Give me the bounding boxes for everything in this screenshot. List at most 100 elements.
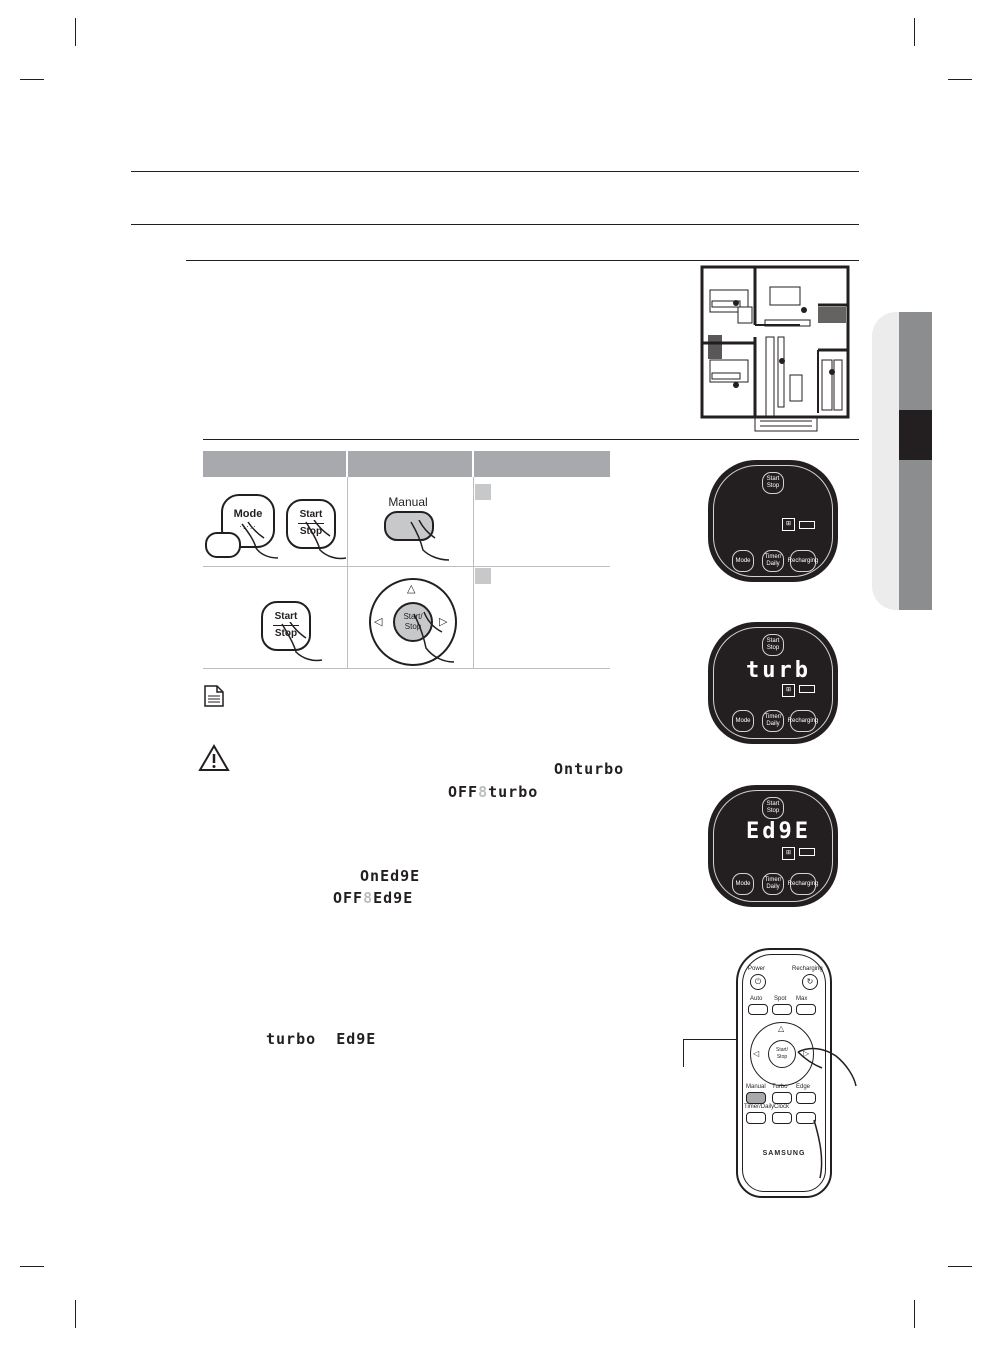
panel-start-label: Start [766, 476, 780, 482]
panel-timer-label: Timer/ [764, 877, 782, 883]
note-icon [204, 685, 224, 707]
crop-mark [75, 18, 76, 46]
remote-center-label-top: Start/ [403, 612, 423, 621]
display-turbo-text: turbo [266, 1030, 317, 1048]
table-header-cell [203, 451, 346, 477]
callout-line [683, 1039, 684, 1067]
panel-stop-label: Stop [766, 645, 780, 651]
power-icon: ⏻ [750, 974, 766, 990]
table-header-cell [348, 451, 472, 477]
side-tab-active-segment [899, 410, 932, 460]
remote-center-label-bottom: Stop [404, 622, 422, 631]
display-edge-text: Ed9E [380, 867, 421, 885]
panel-display-text: Ed9E [746, 819, 811, 844]
mode-button-label: Mode [233, 508, 263, 520]
panel-timer-button: Timer/Daily [762, 873, 784, 895]
remote-manual-button [746, 1092, 766, 1104]
remote-direction-pad: △ ◁ ▷ Start/ Stop [750, 1022, 814, 1086]
panel-mode-label: Mode [735, 557, 751, 564]
panel-recharging-button: Recharging [787, 710, 819, 732]
display-blank-digit: 8 [478, 783, 489, 801]
display-blank-digit: 8 [363, 889, 374, 907]
manual-button-illustration [384, 511, 434, 541]
select-display: turbo Ed9E [266, 1030, 376, 1048]
up-arrow-icon: △ [778, 1024, 785, 1033]
panel-recharging-button: Recharging [788, 873, 818, 895]
panel-daily-label: Daily [766, 721, 780, 727]
edge-off-display: OFF8Ed9E [333, 889, 413, 907]
speech-bubble-icon [205, 532, 241, 558]
remote-direction-pad-illustration: △ ◁ ▷ Start/ Stop [369, 578, 457, 666]
mode-dots-icon: ·.·.· [239, 522, 257, 531]
panel-recharging-label: Recharging [787, 717, 819, 724]
table-column-divider [473, 477, 474, 668]
panel-daily-label: Daily [766, 561, 780, 567]
hand-icon [413, 611, 455, 663]
crop-mark [948, 79, 972, 80]
panel-stop-label: Stop [766, 808, 780, 814]
floor-plan-illustration [700, 265, 850, 432]
remote-start-stop-button: Start/ Stop [768, 1040, 796, 1068]
caution-icon [198, 744, 230, 771]
crop-mark [20, 79, 44, 80]
panel-bezel [713, 790, 833, 902]
remote-max-button [796, 1004, 816, 1015]
start-stop-divider [273, 625, 299, 626]
display-off-text: OFF [333, 889, 364, 907]
remote-turbo-label: Turbo [772, 1084, 788, 1090]
panel-recharging-label: Recharging [787, 557, 819, 564]
panel-bezel [713, 627, 833, 739]
hand-icon [241, 521, 279, 559]
remote-stop-label: Stop [776, 1054, 788, 1060]
panel-mode-label: Mode [735, 880, 751, 887]
panel-mode-button: Mode [732, 550, 754, 572]
display-turbo-text: turbo [488, 783, 539, 801]
crop-mark [20, 1266, 44, 1267]
section-rule [186, 260, 859, 261]
display-turbo-text: turbo [574, 760, 625, 778]
remote-edge-label: Edge [796, 1084, 811, 1090]
panel-display-text: turb [746, 658, 811, 683]
remote-timer-daily-label: Timer/Daily [744, 1104, 775, 1110]
header-rule-top [131, 171, 859, 172]
panel-start-label: Start [766, 801, 780, 807]
crop-mark [914, 18, 915, 46]
panel-status-icon: ⊞ [782, 684, 795, 697]
remote-brand-logo: SAMSUNG [762, 1150, 806, 1157]
hand-icon [410, 520, 450, 561]
display-off-text: OFF [448, 783, 479, 801]
start-stop-divider [298, 523, 324, 524]
callout-line [683, 1039, 755, 1040]
side-tab-segment [899, 460, 932, 610]
panel-stop-label: Stop [766, 483, 780, 489]
remote-max-label: Max [796, 996, 808, 1002]
remote-spot-button [772, 1004, 792, 1015]
panel-status-icon: ⊞ [782, 847, 795, 860]
panel-mode-button: Mode [732, 710, 754, 732]
panel-recharging-button: Recharging [787, 550, 819, 572]
remote-manual-label: Manual [746, 1084, 766, 1090]
left-arrow-icon: ◁ [374, 616, 383, 628]
remote-auto-label: Auto [750, 996, 763, 1002]
table-header-cell [474, 451, 610, 477]
left-arrow-icon: ◁ [753, 1049, 760, 1058]
display-edge-text: Ed9E [373, 889, 414, 907]
remote-turbo-button [772, 1092, 792, 1104]
start-stop-button-illustration: Start Stop [261, 601, 311, 651]
right-arrow-icon: ▷ [803, 1049, 810, 1058]
crop-mark [75, 1300, 76, 1328]
side-tab-segment [899, 312, 932, 410]
panel-timer-button: Timer/Daily [762, 710, 784, 732]
display-edge-text: Ed9E [336, 1030, 377, 1048]
turbo-on-display: Onturbo [554, 760, 624, 778]
panel-mode-label: Mode [735, 717, 751, 724]
remote-spot-label: Spot [774, 996, 787, 1002]
remote-power-label: Power [748, 966, 766, 972]
hand-icon [797, 1047, 857, 1179]
